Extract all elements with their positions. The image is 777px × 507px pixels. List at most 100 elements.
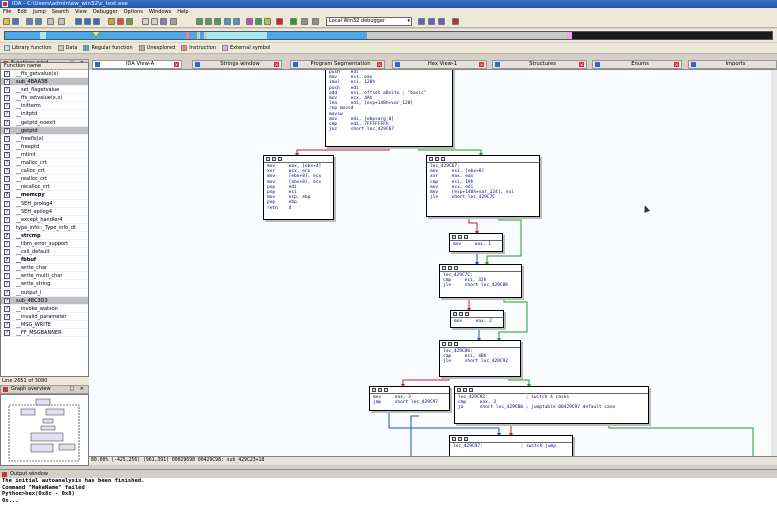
function-list-item[interactable]: f__FF_MSGBANNER xyxy=(1,329,88,338)
function-list-item[interactable]: f__cxil_default xyxy=(1,248,88,257)
chart-icon[interactable] xyxy=(452,18,459,25)
menu-file[interactable]: File xyxy=(3,9,12,15)
menu-edit[interactable]: Edit xyxy=(17,9,28,15)
tab-ida-view-a[interactable]: IDA View-A× xyxy=(92,60,182,69)
function-list-item[interactable]: f__fbbuf xyxy=(1,256,88,265)
graph-node-loc-429c7c[interactable]: loc_429C7C: cmp esi, 32h jle short loc_4… xyxy=(439,264,522,298)
pause-icon[interactable] xyxy=(301,18,308,25)
function-list-item[interactable]: f__memcpy xyxy=(1,191,88,200)
close-tab-icon[interactable]: × xyxy=(479,62,484,67)
tab-hex-view-1[interactable]: Hex View-1× xyxy=(392,60,487,69)
struct-icon[interactable] xyxy=(170,18,177,25)
function-list-item[interactable]: f__getptd_noexit xyxy=(1,119,88,127)
graph-node-mov-1[interactable]: mov eax, 1 xyxy=(449,233,503,252)
function-list-item[interactable]: f__initterm xyxy=(1,102,88,111)
menu-search[interactable]: Search xyxy=(51,9,69,15)
function-list-item[interactable]: f__getptd xyxy=(1,126,88,135)
close-tab-icon[interactable]: × xyxy=(579,62,584,67)
tab-enums[interactable]: Enums× xyxy=(592,60,682,69)
function-list-item[interactable]: f__libm_error_support xyxy=(1,240,88,249)
debug-options-icon[interactable] xyxy=(418,18,425,25)
stop-icon[interactable] xyxy=(312,18,319,25)
flow-chart-icon[interactable] xyxy=(205,18,212,25)
menu-windows[interactable]: Windows xyxy=(148,9,172,15)
function-list-item[interactable]: f__write_multi_char xyxy=(1,272,88,281)
function-list-item[interactable]: f__realloc_crt xyxy=(1,175,88,184)
graph-overview[interactable] xyxy=(0,394,89,466)
graph-node-loc-429c67[interactable]: loc_429C67: mov esi, [ebx+8] xor eax, ea… xyxy=(426,155,540,217)
back-icon[interactable] xyxy=(26,18,33,25)
output-window-header[interactable]: Output window xyxy=(0,469,777,478)
string-icon[interactable] xyxy=(126,18,133,25)
close-tab-icon[interactable]: × xyxy=(174,62,179,67)
menu-help[interactable]: Help xyxy=(177,9,189,15)
binary-search-icon[interactable] xyxy=(84,18,91,25)
panel-buttons[interactable]: □ ✕ xyxy=(69,386,86,392)
function-list-item[interactable]: f__SEH_epilog4 xyxy=(1,208,88,216)
immediate-search-icon[interactable] xyxy=(93,18,100,25)
xref-from-icon[interactable] xyxy=(233,18,240,25)
forward-icon[interactable] xyxy=(35,18,42,25)
graph-node-return[interactable]: mov eax, [ebx+4] xor ecx, ecx mov [ebx+8… xyxy=(263,155,334,220)
call-graph-icon[interactable] xyxy=(214,18,221,25)
function-list-item[interactable]: f__initptd xyxy=(1,110,88,119)
step-into-icon[interactable] xyxy=(428,18,435,25)
function-list-item[interactable]: f__malloc_crt xyxy=(1,159,88,168)
graph-node-loc-429c92[interactable]: loc_429C92: ; switch 4 cases cmp eax, 3 … xyxy=(454,386,649,424)
function-list-item[interactable]: f__ffs_getvalue(x) xyxy=(1,70,88,79)
column-header-function-name[interactable]: Function name xyxy=(1,63,88,70)
function-list-item[interactable]: f__invoke_watson xyxy=(1,305,88,313)
graph-node-entry[interactable]: push edi mov esi, eax imul esi, 128h pus… xyxy=(325,70,453,147)
function-list-item[interactable]: f__except_handler4 xyxy=(1,216,88,224)
function-list-item[interactable]: f__write_char xyxy=(1,264,88,273)
menu-jump[interactable]: Jump xyxy=(33,9,46,15)
open-file-icon[interactable] xyxy=(3,18,10,25)
graph-scrollbar[interactable] xyxy=(771,70,777,456)
function-list-item[interactable]: f__set_flagetvalue xyxy=(1,86,88,95)
function-list-item[interactable]: f__mtinit xyxy=(1,151,88,160)
function-list-item[interactable]: f__write_string xyxy=(1,280,88,289)
offset-icon[interactable] xyxy=(160,18,167,25)
function-list-item[interactable]: f__ffs_setvalue(x,x) xyxy=(1,94,88,103)
tab-program-segmentation[interactable]: Program Segmentation× xyxy=(290,60,385,69)
jump-icon[interactable] xyxy=(47,18,54,25)
menu-view[interactable]: View xyxy=(74,9,87,15)
function-list-item[interactable]: f__SEH_prolog4 xyxy=(1,200,88,208)
undefine-icon[interactable] xyxy=(151,18,158,25)
graph-node-mov-3[interactable]: mov eax, 3 jmp short loc_429C97 xyxy=(369,386,450,411)
function-list-item[interactable]: f__recalloc_crt xyxy=(1,183,88,192)
function-list-item[interactable]: f__freefls(x) xyxy=(1,135,88,143)
text-search-icon[interactable] xyxy=(75,18,82,25)
output-console[interactable]: The initial autoanalysis has been finish… xyxy=(0,478,777,507)
graph-view-icon[interactable] xyxy=(196,18,203,25)
function-list-item[interactable]: f__invalid_parameter xyxy=(1,313,88,321)
pencil-icon[interactable] xyxy=(264,18,271,25)
array-icon[interactable] xyxy=(142,18,149,25)
close-tab-icon[interactable]: × xyxy=(377,62,382,67)
check-icon[interactable] xyxy=(255,18,262,25)
data-icon[interactable] xyxy=(117,18,124,25)
overview-panel-header[interactable]: Graph overview □ ✕ xyxy=(0,385,89,394)
code-icon[interactable] xyxy=(108,18,115,25)
search-icon[interactable] xyxy=(58,18,65,25)
function-list-item[interactable]: f__output_l xyxy=(1,289,88,297)
xref-to-icon[interactable] xyxy=(224,18,231,25)
graph-node-mov-2[interactable]: mov eax, 2 xyxy=(450,310,504,328)
function-list-item[interactable]: f__strcmp xyxy=(1,232,88,240)
tab-imports[interactable]: Imports xyxy=(688,60,777,69)
debugger-select[interactable]: Local Win32 debugger xyxy=(326,17,412,26)
navigation-strip[interactable] xyxy=(4,31,773,40)
close-tab-icon[interactable]: × xyxy=(674,62,679,67)
tab-structures[interactable]: Structures× xyxy=(492,60,587,69)
function-list-item[interactable]: f__MSG_WRITE xyxy=(1,321,88,329)
close-tab-icon[interactable]: × xyxy=(274,62,279,67)
step-over-icon[interactable] xyxy=(438,18,445,25)
menu-options[interactable]: Options xyxy=(123,9,143,15)
graph-node-loc-429c97[interactable]: loc_429C97: ; switch jump xyxy=(449,435,573,456)
function-list-item[interactable]: f__calloc_crt xyxy=(1,167,88,176)
tab-strings-window[interactable]: Strings window× xyxy=(192,60,282,69)
breakpoint-icon[interactable] xyxy=(246,18,253,25)
